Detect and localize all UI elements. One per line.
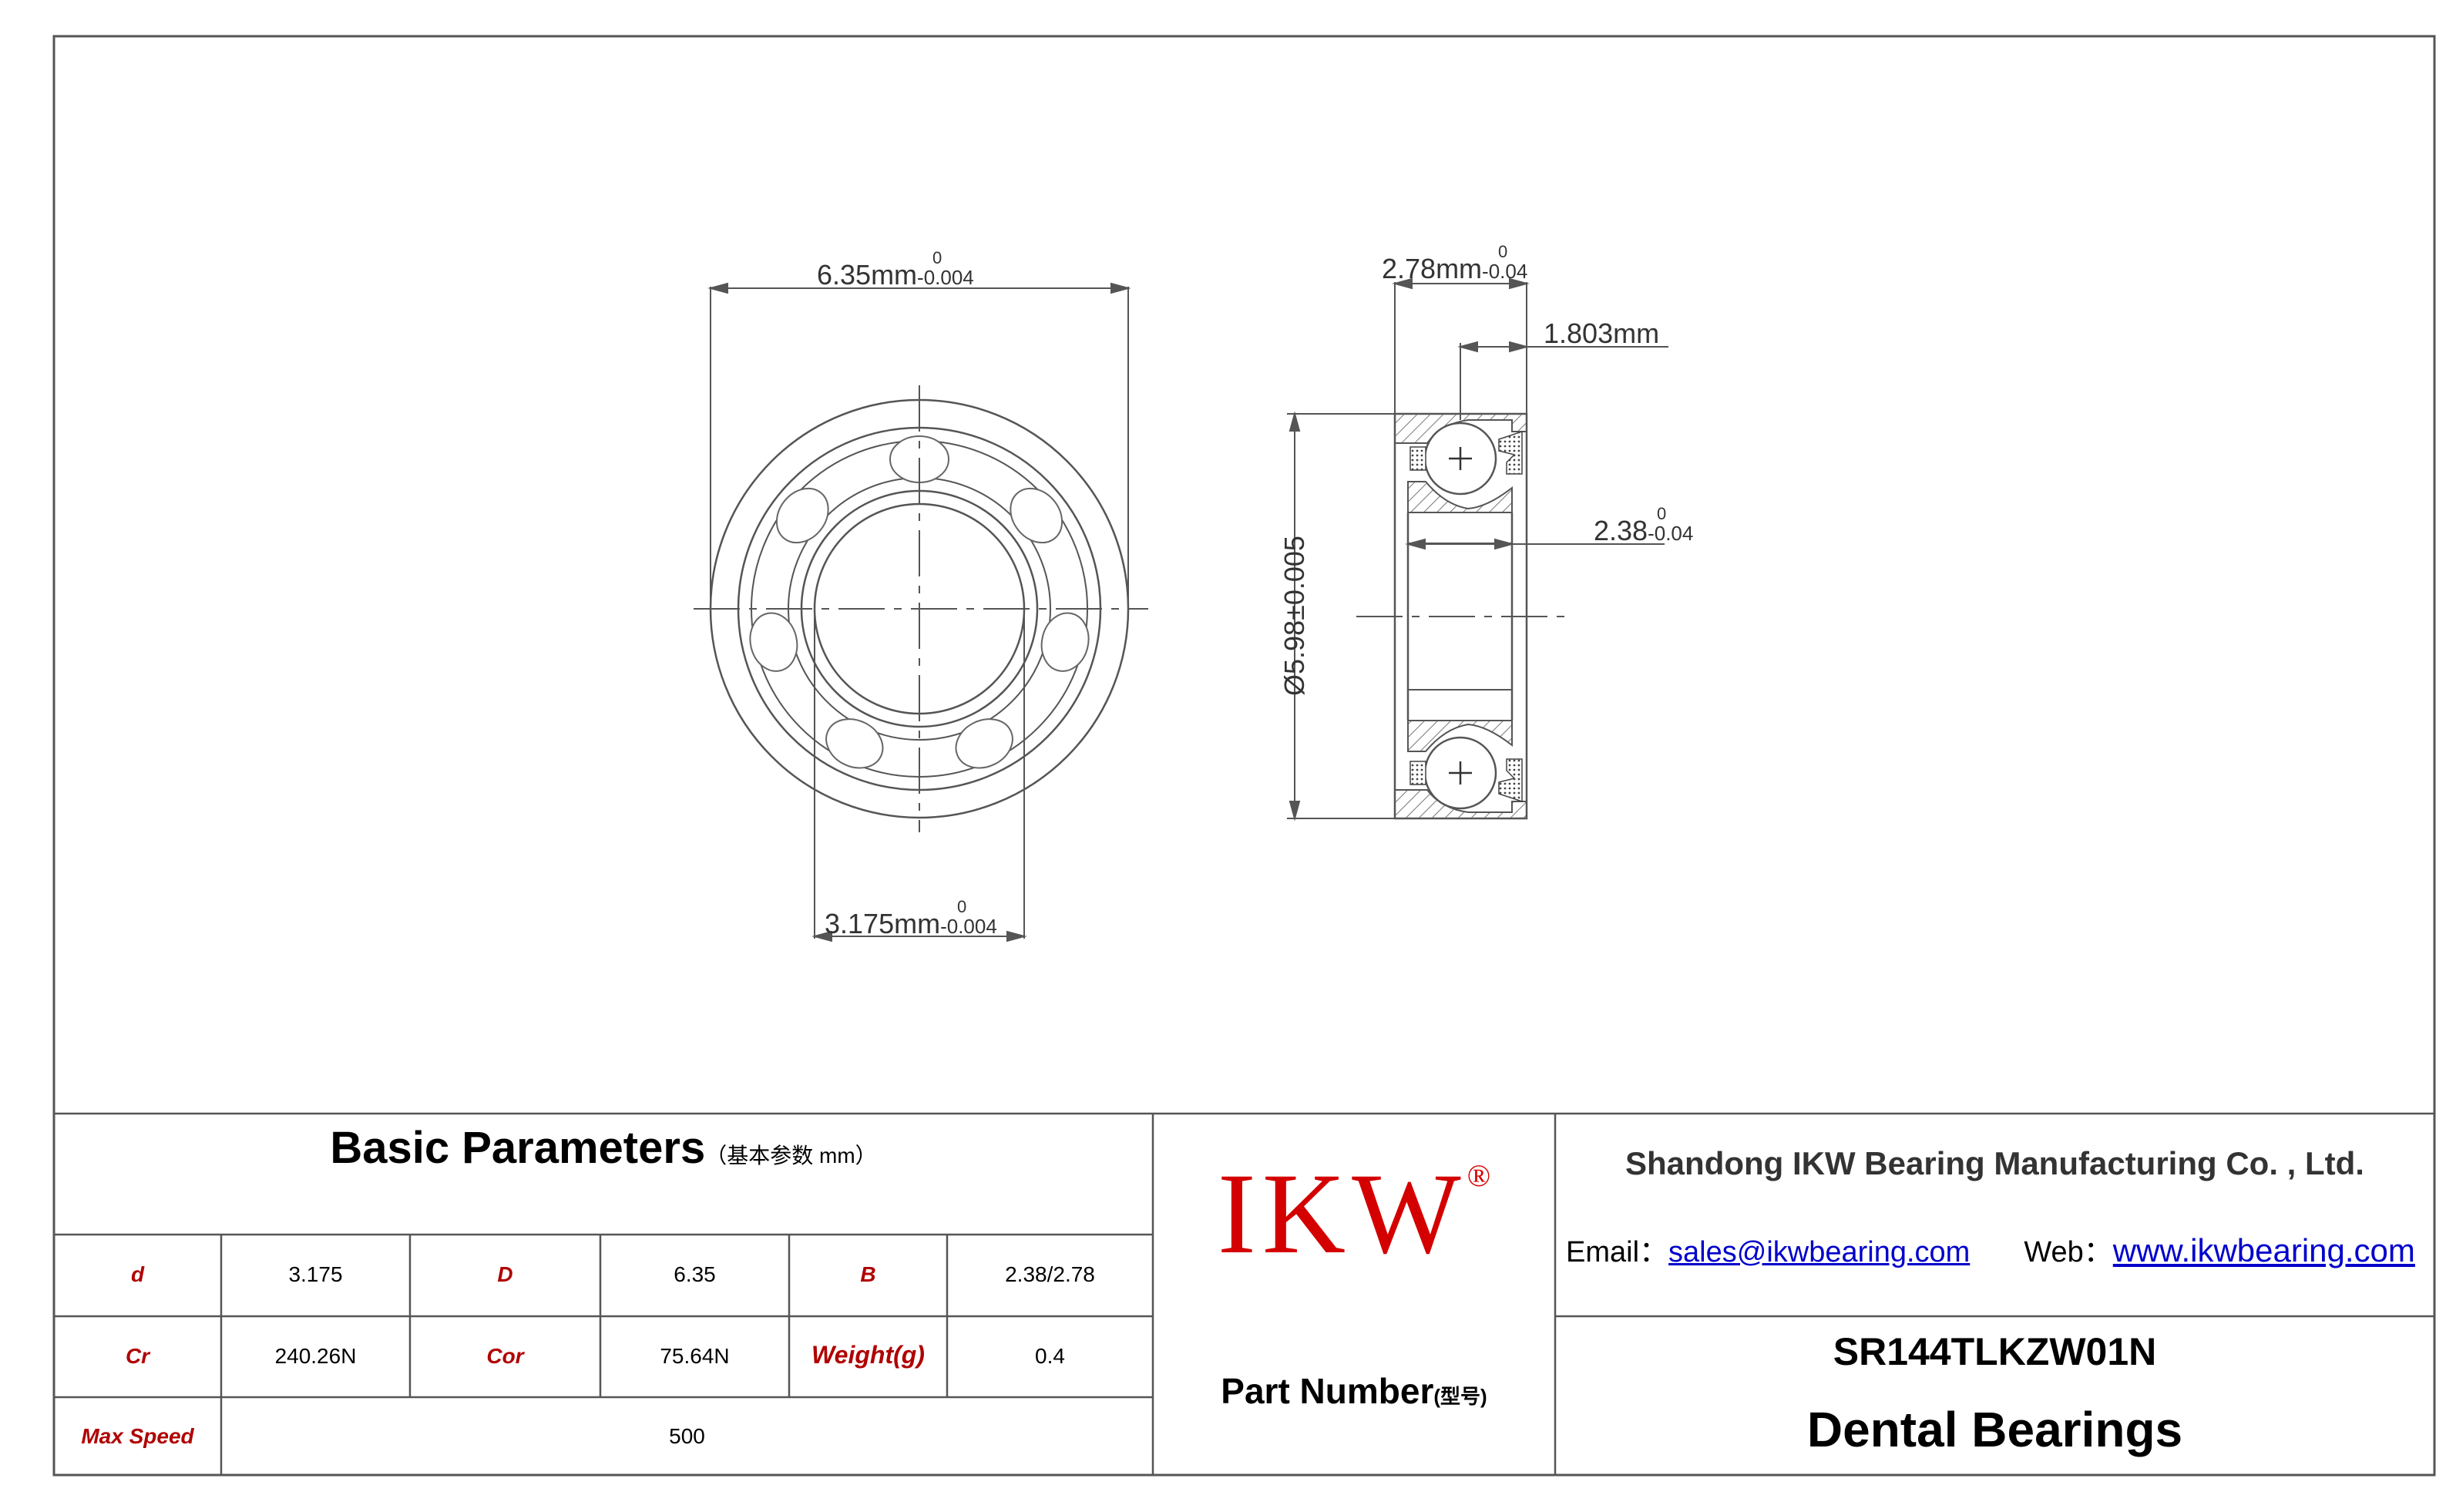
front-center-lines xyxy=(694,385,1148,832)
inner-width-dim: 2.38-0.04 xyxy=(1594,515,1694,546)
inner-ring-hatch-bottom xyxy=(1407,720,1513,752)
basic-parameters-title: Basic Parameters xyxy=(330,1123,706,1173)
front-ball xyxy=(825,718,884,769)
seal-bottom xyxy=(1498,758,1523,803)
web-link[interactable]: www.ikwbearing.com xyxy=(2112,1232,2415,1268)
param-label-cr: Cr xyxy=(125,1344,150,1368)
bore-diameter-dim: 3.175mm-0.004 xyxy=(825,908,997,939)
front-view xyxy=(694,385,1148,832)
param-value-cor: 75.64N xyxy=(660,1344,730,1368)
param-value-d: 3.175 xyxy=(288,1262,343,1286)
outer-width-tol-upper: 0 xyxy=(1498,242,1508,261)
front-ball xyxy=(1040,612,1090,672)
outer-diameter-dim: 6.35mm-0.004 xyxy=(817,259,974,291)
front-ball xyxy=(749,612,798,672)
param-value-cr: 240.26N xyxy=(274,1344,357,1368)
front-dimensions xyxy=(707,282,1131,942)
cage-left-top xyxy=(1409,446,1426,471)
param-label-d: d xyxy=(130,1262,145,1286)
email-link[interactable]: sales@ikwbearing.com xyxy=(1668,1236,1971,1268)
company-name: Shandong IKW Bearing Manufacturing Co. ,… xyxy=(1625,1145,2364,1181)
param-value-weight: 0.4 xyxy=(1035,1344,1065,1368)
param-value-D: 6.35 xyxy=(674,1262,716,1286)
basic-parameters-header: Basic Parameters（基本参数 mm） xyxy=(54,1117,1153,1233)
cage-left-bottom xyxy=(1409,761,1426,785)
front-ball xyxy=(1010,487,1063,544)
contact-line: Email：sales@ikwbearing.com Web：www.ikwbea… xyxy=(1566,1228,2415,1270)
inner-width-tol-upper: 0 xyxy=(1657,504,1667,523)
ikw-logo: IKW® xyxy=(1217,1150,1491,1278)
drawing-frame xyxy=(52,35,2436,1477)
part-number-label: Part Number(型号) xyxy=(1221,1371,1487,1411)
flange-offset-dim: 1.803mm xyxy=(1544,318,1660,349)
seal-top xyxy=(1498,430,1523,475)
flange-diameter-dim: Ø5.98±0.005 xyxy=(1278,536,1310,696)
title-block-grid xyxy=(54,1112,2434,1475)
param-label-max-speed: Max Speed xyxy=(81,1424,194,1448)
param-label-B: B xyxy=(860,1262,876,1286)
inner-ring-hatch-top xyxy=(1407,481,1513,513)
front-ball xyxy=(775,487,829,544)
email-label: Email： xyxy=(1566,1236,1669,1268)
param-value-max-speed: 500 xyxy=(669,1424,705,1448)
section-dimensions xyxy=(1287,277,1668,822)
bore-diameter-tol-upper: 0 xyxy=(957,897,967,916)
section-view xyxy=(1356,412,1572,820)
web-label: Web： xyxy=(2024,1236,2113,1268)
outer-diameter-tol-upper: 0 xyxy=(932,248,942,267)
param-label-D: D xyxy=(497,1262,513,1286)
basic-parameters-subtitle: （基本参数 mm） xyxy=(705,1144,877,1168)
outer-width-dim: 2.78mm-0.04 xyxy=(1382,253,1528,284)
param-label-cor: Cor xyxy=(486,1344,524,1368)
param-value-B: 2.38/2.78 xyxy=(1005,1262,1095,1286)
front-ball xyxy=(955,718,1013,769)
param-label-weight: Weight(g) xyxy=(811,1341,925,1369)
part-number-value: SR144TLKZW01N xyxy=(1833,1330,2157,1373)
part-category: Dental Bearings xyxy=(1806,1402,2183,1457)
